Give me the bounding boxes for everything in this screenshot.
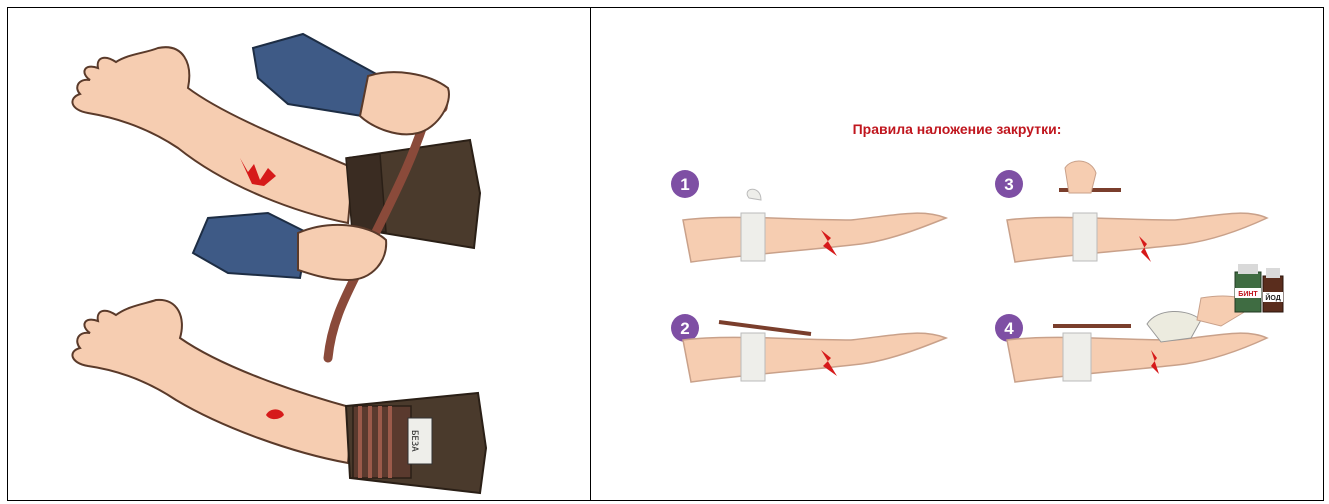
step-4-arm bbox=[1007, 333, 1267, 382]
top-blue-sleeve bbox=[253, 34, 380, 116]
wrapped-tourniquet bbox=[353, 406, 411, 478]
steps-illustration: 1 3 2 bbox=[591, 8, 1323, 500]
step-2-number: 2 bbox=[680, 319, 689, 338]
step-1-arm bbox=[683, 213, 946, 262]
step-1-number: 1 bbox=[680, 175, 689, 194]
step-4-number: 4 bbox=[1004, 319, 1014, 338]
step-3-number: 3 bbox=[1004, 175, 1013, 194]
step-3: 3 bbox=[995, 161, 1267, 262]
step-4: 4 БИНТ ЙОД bbox=[995, 264, 1283, 382]
step-3-arm bbox=[1007, 213, 1267, 262]
time-note: БЕЗА bbox=[408, 418, 432, 464]
tourniquet-illustration: БЕЗА bbox=[8, 8, 590, 500]
bottom-blue-sleeve bbox=[193, 213, 308, 278]
bandage-label: БЕЗА bbox=[409, 430, 419, 452]
step-2-arm bbox=[683, 333, 946, 382]
lower-arm: БЕЗА bbox=[72, 300, 486, 493]
step-2-stick bbox=[719, 322, 811, 334]
step-2: 2 bbox=[671, 314, 946, 382]
lower-hand-arm bbox=[72, 300, 353, 463]
top-helper-hand bbox=[253, 34, 449, 134]
step-1-bandage bbox=[741, 213, 765, 261]
iod-label: ЙОД bbox=[1265, 293, 1280, 302]
left-cell: БЕЗА bbox=[8, 8, 591, 500]
bint-label: БИНТ bbox=[1238, 291, 1258, 298]
right-cell: Правила наложение закрутки: 1 3 bbox=[591, 8, 1323, 500]
step-1: 1 bbox=[671, 170, 946, 262]
document-table: БЕЗА Правила наложение закрутки: 1 3 bbox=[7, 7, 1324, 501]
